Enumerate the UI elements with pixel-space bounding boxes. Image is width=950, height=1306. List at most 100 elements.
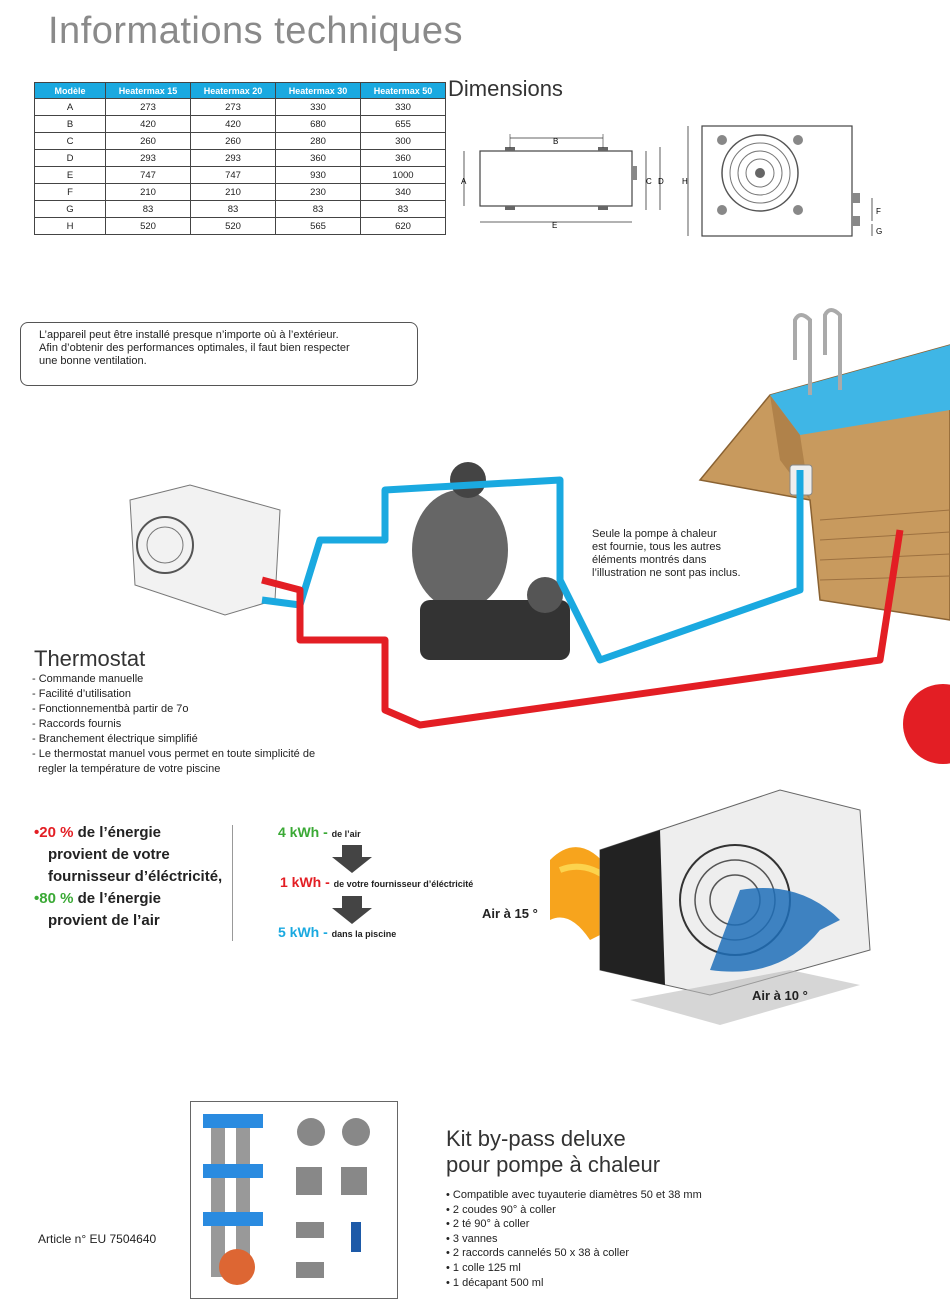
table-cell: D — [34, 149, 106, 167]
table-cell: 83 — [105, 200, 191, 218]
table-cell: 747 — [190, 166, 276, 184]
arrow-down-icon — [332, 845, 372, 873]
article-number: Article n° EU 7504640 — [38, 1232, 157, 1246]
list-item: • 3 vannes — [446, 1232, 498, 1245]
sand-filter — [412, 490, 508, 610]
installation-note: L’appareil peut être installé presque n’… — [20, 322, 418, 386]
pool-pump — [527, 577, 563, 613]
table-cell: 520 — [105, 217, 191, 235]
energy-text: provient de votre — [48, 846, 170, 863]
table-cell: 210 — [190, 183, 276, 201]
connector — [852, 193, 860, 203]
thermostat-title: Thermostat — [34, 646, 146, 671]
list-item: - Commande manuelle — [32, 673, 144, 685]
table-cell: 620 — [360, 217, 446, 235]
table-cell: 420 — [190, 115, 276, 133]
foot — [598, 147, 608, 151]
valve-handle — [203, 1212, 263, 1226]
unit-side-view — [479, 150, 633, 207]
kwh-pool: 5 kWh - dans la piscine — [278, 924, 397, 940]
connector — [632, 166, 637, 180]
list-item: regler la température de votre piscine — [32, 763, 221, 775]
table-cell: 280 — [275, 132, 361, 150]
table-cell: 1000 — [360, 166, 446, 184]
energy-text: fournisseur d’éléctricité, — [48, 868, 223, 885]
pump-caption: Seule la pompe à chaleur est fournie, to… — [592, 528, 792, 580]
evaporator-grid — [600, 830, 665, 985]
table-cell: 83 — [190, 200, 276, 218]
valve-handle — [203, 1164, 263, 1178]
specs-table: Modèle Heatermax 15 Heatermax 20 Heaterm… — [34, 82, 446, 235]
table-cell: 210 — [105, 183, 191, 201]
list-item: - Fonctionnementbà partir de 7o — [32, 703, 189, 715]
installation-illustration — [129, 308, 950, 729]
kit-title-line: Kit by-pass deluxe — [446, 1126, 626, 1151]
energy-text: de l’énergie — [73, 824, 162, 841]
fan-icon — [136, 516, 194, 574]
table-cell: 655 — [360, 115, 446, 133]
dimensions-title: Dimensions — [448, 76, 563, 101]
table-cell: 293 — [190, 149, 276, 167]
table-cell: 300 — [360, 132, 446, 150]
connector — [852, 216, 860, 226]
list-item: - Facilité d’utilisation — [32, 688, 132, 700]
dim-label-b: B — [553, 137, 558, 146]
caption-line: Seule la pompe à chaleur — [592, 528, 717, 540]
list-item: - Raccords fournis — [32, 718, 122, 730]
table-cell: 680 — [275, 115, 361, 133]
cold-pipe — [261, 470, 804, 664]
table-cell: 273 — [105, 98, 191, 116]
page-title: Informations techniques — [48, 10, 463, 52]
air-out-label: Air à 10 ° — [752, 988, 808, 1003]
table-cell: 330 — [275, 98, 361, 116]
table-cell: 293 — [105, 149, 191, 167]
heat-pump — [129, 484, 281, 616]
table-cell: 360 — [360, 149, 446, 167]
unit-front-view — [701, 125, 853, 237]
arrow-down-icon — [332, 896, 372, 924]
caption-line: éléments montrés dans — [592, 554, 707, 566]
foot — [505, 206, 515, 210]
kit-title-line: pour pompe à chaleur — [446, 1152, 661, 1177]
dimensions-diagram: B A C D E H F G — [461, 125, 882, 237]
table-cell: G — [34, 200, 106, 218]
table-cell: 330 — [360, 98, 446, 116]
list-item: • 2 coudes 90° à coller — [446, 1203, 556, 1216]
table-cell: 83 — [275, 200, 361, 218]
dim-label-d: D — [658, 177, 664, 186]
divider — [232, 825, 233, 941]
dim-label-f: F — [876, 207, 881, 216]
note-line: Afin d’obtenir des performances optimale… — [39, 342, 350, 354]
multiport-valve — [450, 462, 486, 498]
pool-water — [770, 345, 950, 435]
dim-label-a: A — [461, 177, 467, 186]
table-cell: B — [34, 115, 106, 133]
energy-pct-air: 80 % — [39, 890, 74, 907]
table-cell: 565 — [275, 217, 361, 235]
table-cell: 520 — [190, 217, 276, 235]
table-header: Heatermax 50 — [360, 82, 446, 99]
list-item: • 2 raccords cannelés 50 x 38 à coller — [446, 1247, 630, 1260]
note-line: une bonne ventilation. — [39, 355, 147, 367]
table-cell: E — [34, 166, 106, 184]
kit-contents: • Compatible avec tuyauterie diamètres 5… — [446, 1188, 702, 1290]
fan-icon — [721, 134, 799, 212]
kwh-air: 4 kWh - de l’air — [278, 824, 361, 840]
dim-label-c: C — [646, 177, 652, 186]
table-header-row: Modèle Heatermax 15 Heatermax 20 Heaterm… — [34, 82, 446, 99]
kwh-electric: 1 kWh - de votre fournisseur d’éléctrici… — [280, 874, 474, 890]
list-item: • 2 té 90° à coller — [446, 1218, 530, 1231]
table-cell: 747 — [105, 166, 191, 184]
thermostat-features: - Commande manuelle - Facilité d’utilisa… — [32, 672, 315, 777]
table-cell: F — [34, 183, 106, 201]
table-cell: C — [34, 132, 106, 150]
valve-handle — [203, 1114, 263, 1128]
glue-pot — [219, 1249, 255, 1285]
